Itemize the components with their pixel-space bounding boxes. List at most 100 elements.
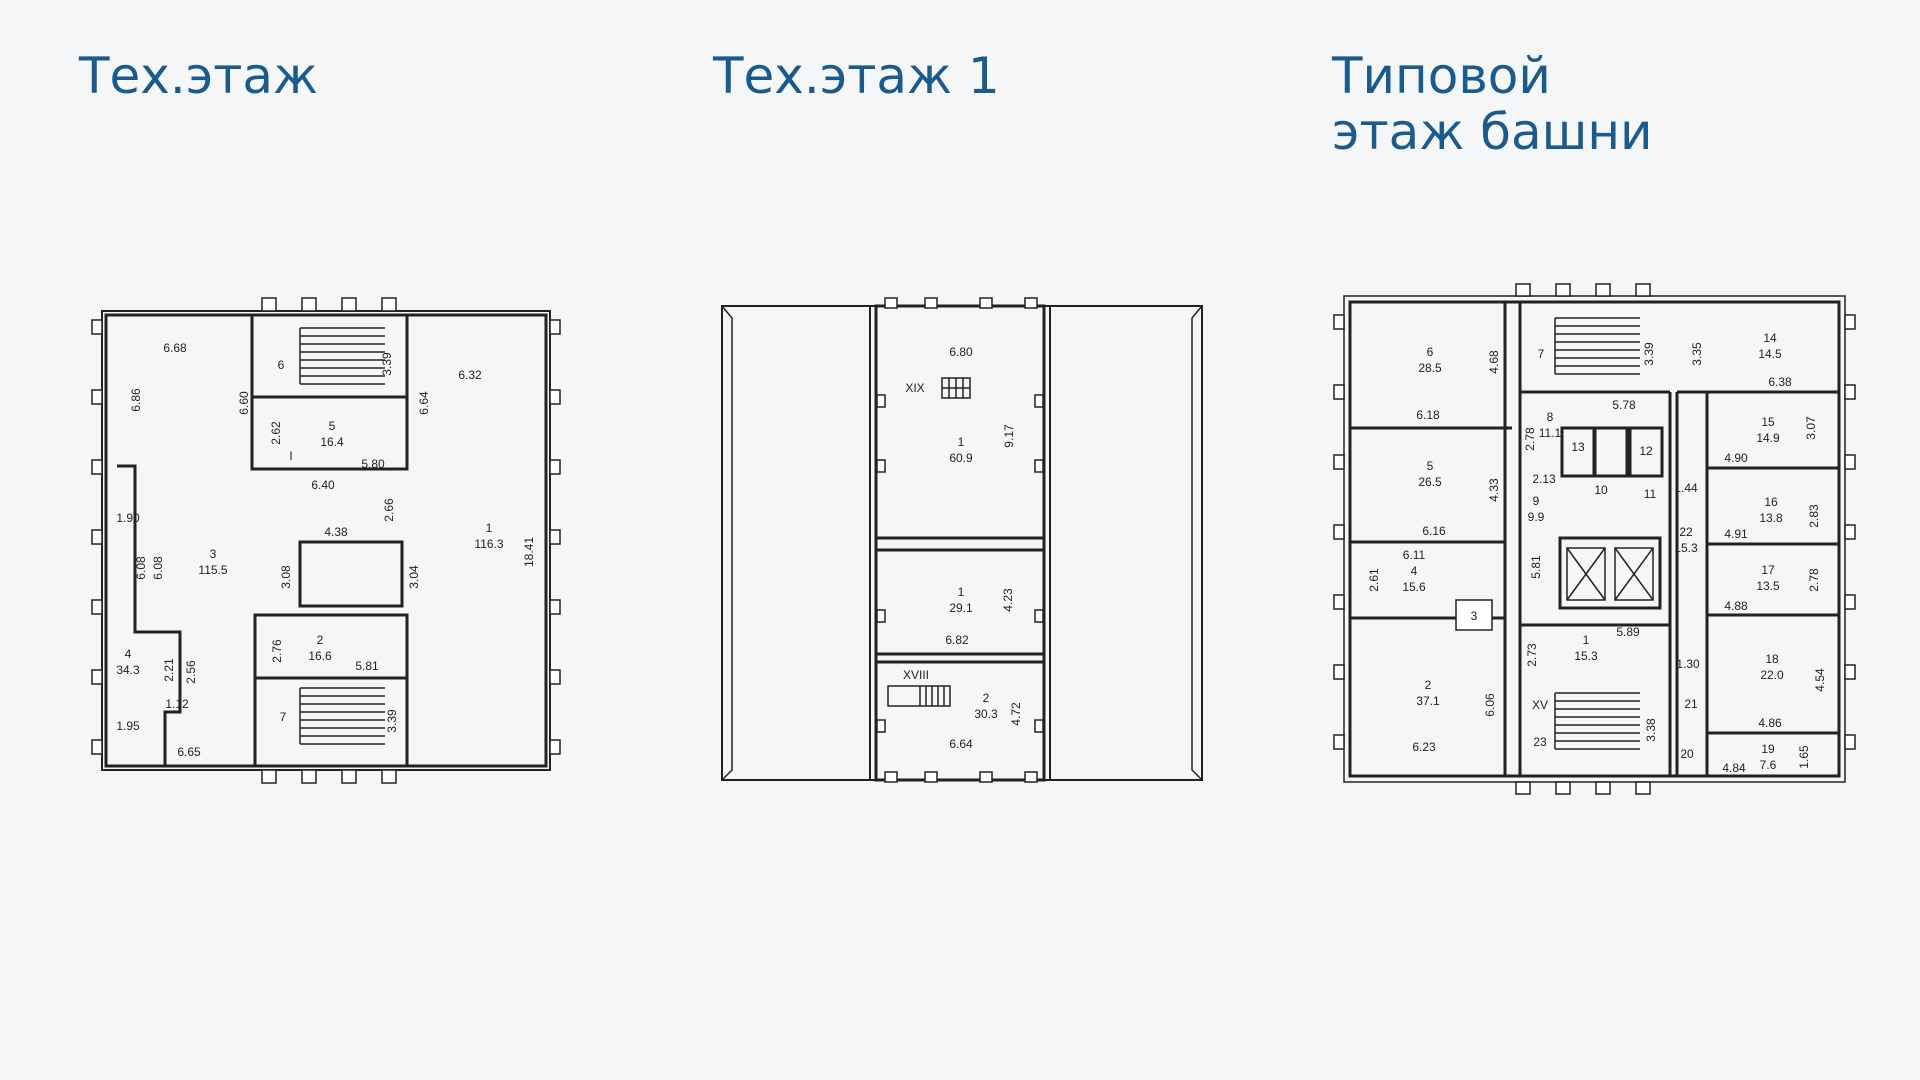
plan-label: 2.78: [1523, 427, 1537, 451]
plan-label: 16.6: [308, 649, 332, 663]
plan-label: 4.84: [1722, 761, 1746, 775]
plan-label: 3.04: [407, 565, 421, 589]
plan-label: 9: [1533, 494, 1540, 508]
floor-plan-tech-floor-1: 6.80 XIX 1 60.9 9.17 1 29.1 4.23 6.82 XV…: [721, 297, 1203, 783]
plan-label: 18.41: [522, 537, 536, 567]
plan-label: 1: [958, 585, 965, 599]
plan-label: 5.80: [361, 457, 385, 471]
plan-label: 3.08: [279, 565, 293, 589]
plan-label: 4.86: [1758, 716, 1782, 730]
plan-label: 2.66: [382, 498, 396, 522]
plan-label: 23: [1533, 735, 1547, 749]
title-tech-floor: Тех.этаж: [79, 47, 319, 105]
plan-label: 6.23: [1412, 740, 1436, 754]
plan-label: 6.68: [163, 341, 187, 355]
plan-label: 5: [329, 419, 336, 433]
plan-label: XVIII: [903, 668, 929, 682]
plan-label: 4.90: [1724, 451, 1748, 465]
plan-label: 3.39: [1642, 342, 1656, 366]
plan-label: 2: [983, 691, 990, 705]
plan-label: 6.86: [129, 388, 143, 412]
plan-label: 2.62: [269, 421, 283, 445]
plan-label: 22: [1679, 525, 1693, 539]
plan-label: 16.4: [320, 435, 344, 449]
plan-label: 2.61: [1367, 568, 1381, 592]
plan-label: 1.30: [1676, 657, 1700, 671]
plan-label: 4: [1411, 564, 1418, 578]
plan-label: 11.1: [1539, 426, 1562, 440]
plan-label: XIX: [905, 381, 924, 395]
plan-label: 6.80: [949, 345, 973, 359]
plan-label: 6.08: [134, 556, 148, 580]
plan-label: 5.78: [1612, 398, 1636, 412]
plan-label: 2.76: [270, 639, 284, 663]
plan-label: 1.95: [116, 719, 140, 733]
plan-label: 4.23: [1001, 588, 1015, 612]
floor-plan-tower-floor: 6 28.5 4.68 7 3.39 3.35 14 14.5 6.38 6.1…: [1333, 283, 1856, 795]
plan-label: 4.54: [1813, 668, 1827, 692]
floor-plan-tech-floor: 6.68 6.86 6 3.39 6.60 6.64 6.32 2.62 5 1…: [91, 297, 561, 784]
plan-label: 6.06: [1483, 693, 1497, 717]
plan-label: 3.39: [385, 709, 399, 733]
plan-label: 30.3: [974, 707, 998, 721]
plan-label: I: [289, 449, 292, 463]
plan-label: 4.38: [324, 525, 348, 539]
plan-label: 2.21: [162, 658, 176, 682]
plan-label: 6.18: [1416, 408, 1440, 422]
plan-label: 4.88: [1724, 599, 1748, 613]
plan-label: 9.9: [1528, 510, 1545, 524]
plan-label: 2.13: [1532, 472, 1556, 486]
plan-label: 21: [1684, 697, 1698, 711]
plan-label: 4.91: [1724, 527, 1748, 541]
plan-label: 1: [958, 435, 965, 449]
plan-label: 18: [1765, 652, 1779, 666]
plan-label: 5.81: [1529, 555, 1543, 579]
plan-label: 6.11: [1403, 548, 1426, 562]
plan-label: 6: [278, 358, 285, 372]
plan-label: 7.6: [1760, 758, 1777, 772]
plan-label: 2.83: [1807, 504, 1821, 528]
plan-label: 3.35: [1690, 342, 1704, 366]
plan-label: 6.60: [237, 391, 251, 415]
plan-label: 6.82: [945, 633, 969, 647]
plan-label: 3.39: [380, 352, 394, 376]
plan-label: 6: [1427, 345, 1434, 359]
plan-label: 11: [1644, 487, 1657, 501]
plan-label: 28.5: [1418, 361, 1442, 375]
plan-label: 5.89: [1616, 625, 1640, 639]
plan-label: 6.38: [1768, 375, 1792, 389]
plan-label: 3.38: [1644, 718, 1658, 742]
plan-label: 12: [1639, 444, 1653, 458]
plan-label: 6.65: [177, 745, 201, 759]
plan-label: 6.64: [417, 391, 431, 415]
plan-label: 6.08: [151, 556, 165, 580]
plan-label: 10: [1594, 483, 1608, 497]
plan-label: 22.0: [1760, 668, 1784, 682]
plan-label: 4: [125, 647, 132, 661]
plan-label: 5: [1427, 459, 1434, 473]
plan-label: 14.5: [1758, 347, 1782, 361]
plan-label: 2.56: [184, 660, 198, 684]
plan-label: 1.44: [1674, 481, 1698, 495]
plan-label: 15.6: [1402, 580, 1426, 594]
plan-label: 1: [1583, 633, 1590, 647]
plan-label: 8: [1547, 410, 1554, 424]
plan-label: 2: [1425, 678, 1432, 692]
plan-label: 13: [1571, 440, 1585, 454]
plan-label: 3.07: [1804, 416, 1818, 440]
plan-label: 17: [1761, 563, 1775, 577]
plan-label: 15: [1761, 415, 1775, 429]
plan-label: 26.5: [1418, 475, 1442, 489]
plan-label: 15.3: [1574, 649, 1598, 663]
plan-label: 19: [1761, 742, 1775, 756]
plan-label: 7: [280, 710, 287, 724]
plan-label: 29.1: [949, 601, 973, 615]
plan-label: 4.68: [1487, 350, 1501, 374]
plan-label: 34.3: [116, 663, 140, 677]
plan-label: 6.40: [311, 478, 335, 492]
plan-label: 3: [210, 547, 217, 561]
title-tower-floor: Типовой этаж башни: [1332, 48, 1653, 160]
plan-label: 5.81: [355, 659, 379, 673]
plan-label: 37.1: [1416, 694, 1440, 708]
